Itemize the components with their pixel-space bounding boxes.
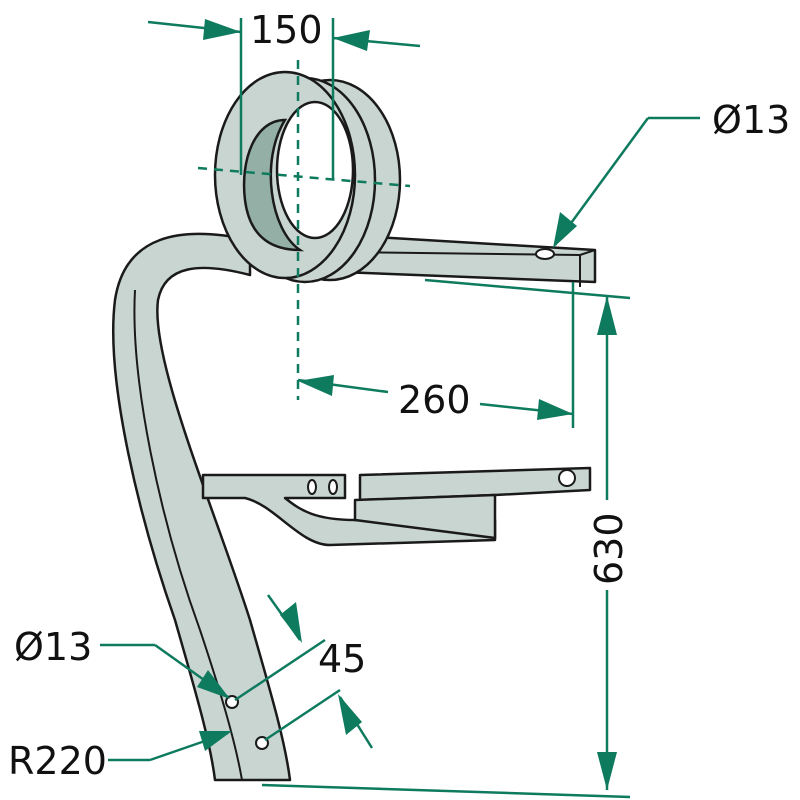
spring-tine [112,70,597,782]
coil-width-label: 150 [250,8,323,52]
hole-spacing-label: 45 [318,637,366,681]
top-hole-diameter-label: Ø13 [712,98,790,142]
dimension-lines [100,18,700,799]
offset-label: 260 [398,378,471,422]
bottom-hole-diameter-label: Ø13 [14,625,92,669]
radius-label: R220 [8,739,107,783]
height-label: 630 [587,512,631,585]
top-view [201,466,592,547]
